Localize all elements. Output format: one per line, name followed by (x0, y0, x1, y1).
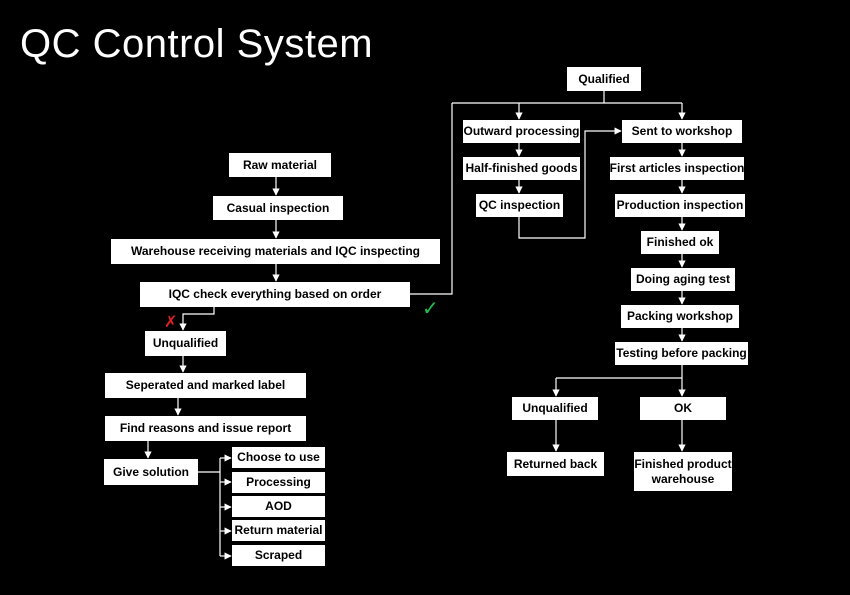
node-processing: Processing (232, 472, 325, 493)
node-raw-material: Raw material (229, 153, 331, 177)
node-choose-to-use: Choose to use (232, 447, 325, 468)
x-mark-icon: ✗ (164, 314, 178, 331)
connector-iqc-qualified (410, 103, 453, 295)
node-packing-workshop: Packing workshop (621, 305, 739, 328)
node-half-finished-goods: Half-finished goods (463, 157, 580, 180)
node-unqualified-left: Unqualified (145, 331, 226, 356)
node-warehouse-receiving: Warehouse receiving materials and IQC in… (111, 239, 440, 264)
node-production-inspection: Production inspection (615, 194, 745, 217)
node-iqc-check: IQC check everything based on order (140, 282, 410, 307)
node-unqualified-right: Unqualified (512, 397, 598, 420)
node-aging-test: Doing aging test (631, 268, 735, 291)
connector-qc-workshop (518, 127, 622, 239)
node-qc-inspection: QC inspection (476, 194, 563, 217)
node-aod: AOD (232, 496, 325, 517)
node-qualified: Qualified (567, 67, 641, 91)
node-finished-product-warehouse: Finished product warehouse (634, 452, 732, 491)
node-scraped: Scraped (232, 545, 325, 566)
node-outward-processing: Outward processing (463, 120, 580, 143)
node-casual-inspection: Casual inspection (213, 196, 343, 220)
node-give-solution: Give solution (104, 459, 198, 485)
node-first-articles-inspection: First articles inspection (610, 157, 744, 180)
node-separated-marked-label: Seperated and marked label (105, 373, 306, 398)
node-finished-ok: Finished ok (641, 231, 719, 254)
check-mark-icon: ✓ (422, 298, 439, 320)
node-returned-back: Returned back (507, 452, 604, 476)
page-title: QC Control System (20, 22, 374, 66)
node-sent-to-workshop: Sent to workshop (622, 120, 742, 143)
connector-iqc-unqualified (179, 307, 215, 331)
node-return-material: Return material (232, 520, 325, 541)
node-find-reasons: Find reasons and issue report (105, 416, 306, 441)
node-testing-before-packing: Testing before packing (615, 342, 748, 365)
node-ok: OK (640, 397, 726, 420)
